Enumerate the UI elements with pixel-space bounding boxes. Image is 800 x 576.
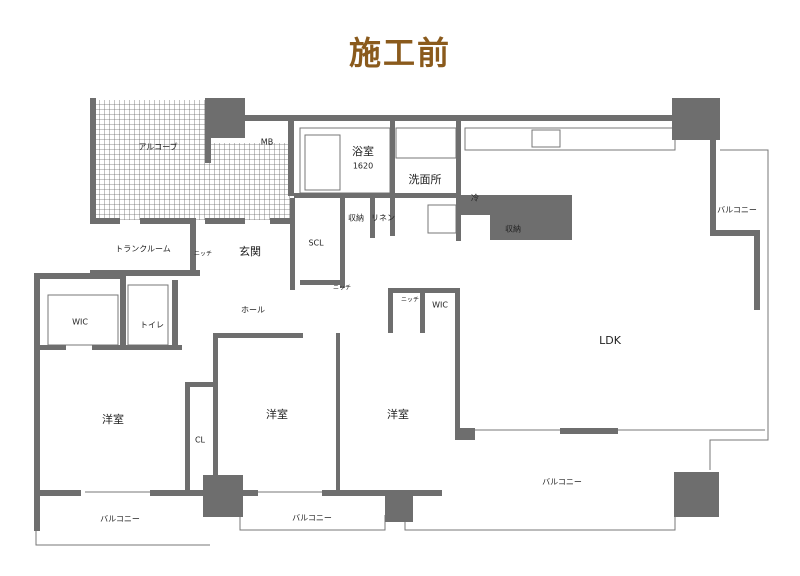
fridge-label: 冷 (471, 193, 479, 203)
ldk-label: LDK (599, 334, 622, 347)
scl-label: SCL (308, 239, 324, 248)
wic-label: WIC (432, 301, 448, 310)
niche-label: ニッチ (333, 285, 351, 292)
wic-label: WIC (72, 318, 88, 327)
storage-label: 収納 (348, 213, 364, 223)
washroom-label: 洗面所 (409, 173, 442, 186)
page-title: 施工前 (348, 34, 451, 72)
trunk-room-label: トランクルーム (115, 245, 171, 254)
bath-size-label: 1620 (353, 162, 373, 171)
western-room-label: 洋室 (102, 412, 124, 426)
alcove-label: アルコーブ (138, 142, 177, 152)
niche-label: ニッチ (194, 251, 212, 258)
toilet-label: トイレ (140, 321, 164, 330)
kitchen-storage-label: 収納 (505, 224, 521, 234)
entrance-label: 玄関 (239, 244, 261, 258)
balcony-label: バルコニー (717, 206, 757, 215)
bath-label: 浴室 (352, 144, 374, 158)
balcony-label: バルコニー (292, 514, 332, 523)
alcove-area (96, 100, 290, 220)
balcony-label: バルコニー (542, 478, 582, 487)
room-labels: アルコーブMB浴室1620洗面所収納リネンSCL玄関トランクルームニッチニッチニ… (72, 138, 757, 524)
western-room-label: 洋室 (266, 407, 288, 421)
mb-label: MB (261, 138, 273, 147)
linen-label: リネン (371, 214, 395, 223)
hall-label: ホール (241, 306, 265, 315)
western-room-label: 洋室 (387, 407, 409, 421)
walls (34, 98, 760, 531)
closet-label: CL (195, 436, 206, 445)
balcony-label: バルコニー (100, 515, 140, 524)
niche-label: ニッチ (401, 297, 419, 304)
